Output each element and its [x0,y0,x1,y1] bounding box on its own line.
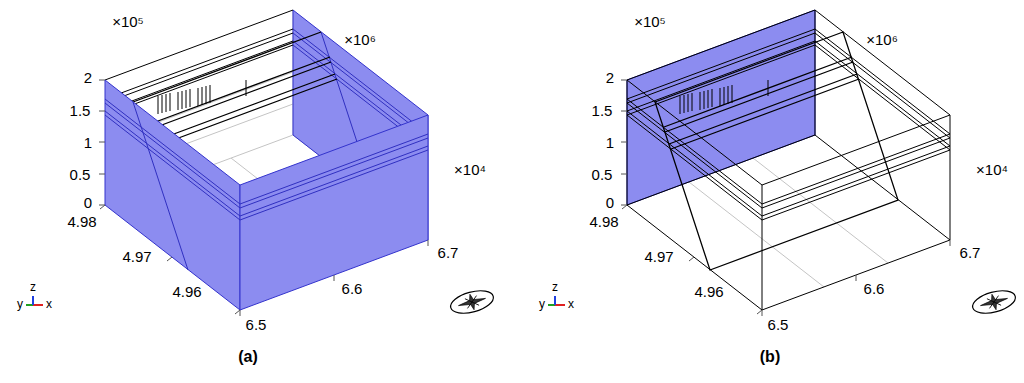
tick-label: 1 [606,135,614,152]
tick-label: 6.7 [438,245,459,262]
tick-label: 1.5 [592,103,613,120]
axis-letter: y [17,298,23,311]
layer-boundary [105,99,428,270]
axis-letter: x [568,298,574,311]
well-trace [158,80,246,114]
tick-label: 1.5 [70,103,91,120]
tick-label: 4.97 [644,249,673,266]
compass-symbol [970,287,1018,318]
axis-multiplier: ×10⁵ [634,14,666,31]
panel-label: (b) [760,348,780,366]
panel-label: (a) [238,348,258,366]
x-arrow [33,304,43,306]
layer-boundary [627,29,950,220]
tick-label: 2 [84,70,92,87]
z-arrow [554,296,556,305]
tick-label: 4.98 [67,214,96,231]
compass-star [987,296,1001,309]
geometry-panel [99,10,428,316]
axis-letter: z [552,281,558,294]
layer-boundary [105,10,293,115]
tick-label: 0.5 [592,167,613,184]
tick-label: 6.5 [246,317,267,334]
tick-label: 4.96 [172,284,201,301]
box-edge [627,10,950,310]
z-arrow [32,296,34,305]
compass-star [465,296,479,309]
axis-multiplier: ×10⁴ [454,162,486,179]
tick-label: 6.7 [960,245,981,262]
compass-ring [448,287,496,318]
tick-label: 2 [606,70,614,87]
tick-label: 6.6 [342,281,363,298]
tick-label: 0 [606,195,614,212]
axis-triad [26,296,43,305]
tick-label: 4.98 [589,214,618,231]
tick-label: 6.5 [768,317,789,334]
axis-letter: z [30,281,36,294]
compass-symbol [448,287,496,318]
axis-multiplier: ×10⁴ [976,162,1008,179]
tick-label: 4.97 [122,249,151,266]
tick-label: 4.96 [694,284,723,301]
tick-label: 6.6 [864,281,885,298]
axis-multiplier: ×10⁶ [866,32,898,49]
axis-tick [99,80,428,316]
axis-letter: x [46,298,52,311]
tick-label: 0.5 [70,167,91,184]
y-arrow [26,304,33,306]
y-arrow [548,304,555,306]
well-trace [680,80,768,114]
axis-triad [548,296,565,305]
compass-star [978,291,1009,314]
tick-label: 1 [84,135,92,152]
axis-multiplier: ×10⁵ [112,14,144,31]
axis-letter: y [539,298,545,311]
fault-plane [655,32,898,270]
compass-ring [970,287,1018,318]
axis-multiplier: ×10⁶ [344,32,376,49]
axis-tick [621,80,950,316]
x-arrow [555,304,565,306]
compass-star [456,291,487,314]
tick-label: 0 [84,195,92,212]
geometry-panel [621,10,950,316]
